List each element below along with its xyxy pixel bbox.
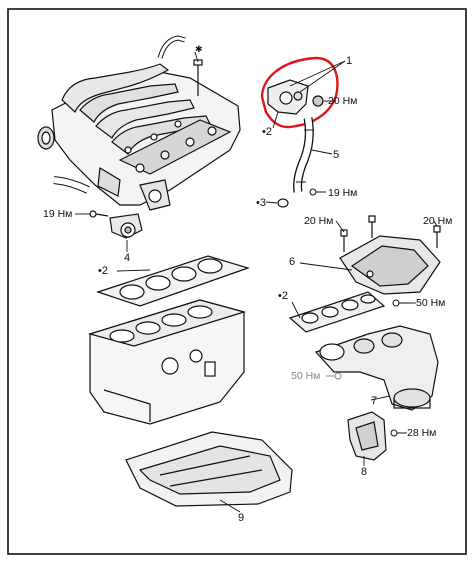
part-number-3: •3 bbox=[256, 197, 266, 209]
bolt-icon bbox=[309, 188, 326, 196]
torque-label-50nm-right: 50 Нм bbox=[416, 297, 446, 309]
part-number-4: 4 bbox=[124, 252, 131, 264]
torque-label-20nm-shield-left: 20 Нм bbox=[304, 215, 334, 227]
diagram-frame bbox=[7, 8, 467, 555]
part-number-8: 8 bbox=[361, 466, 368, 478]
part-number-1: 1 bbox=[346, 55, 353, 67]
gasket-icon bbox=[277, 198, 289, 208]
part-number-5: 5 bbox=[333, 149, 340, 161]
leader-lines bbox=[116, 51, 391, 513]
part-5-hose bbox=[293, 117, 314, 193]
part-8-bracket bbox=[347, 411, 387, 461]
red-highlight-outline bbox=[260, 56, 339, 129]
torque-label-19nm-right: 19 Нм bbox=[328, 187, 358, 199]
long-bolt-icon: ✱ bbox=[193, 45, 203, 96]
part-number-9: 9 bbox=[238, 512, 245, 524]
engine-block bbox=[87, 299, 247, 425]
torque-label-20nm-upper: 20 Нм bbox=[328, 95, 358, 107]
nut-icon bbox=[312, 95, 324, 107]
head-gasket bbox=[96, 255, 250, 307]
torque-label-50nm-grey: 50 Нм bbox=[291, 370, 321, 382]
bolt-icon bbox=[390, 429, 406, 437]
svg-text:✱: ✱ bbox=[195, 45, 203, 55]
torque-label-28nm: 28 Нм bbox=[407, 427, 437, 439]
part-1-coolant-outlet bbox=[267, 79, 324, 115]
part-number-6: 6 bbox=[289, 256, 296, 268]
part-6-heat-shield bbox=[339, 215, 441, 295]
bolt-icon bbox=[326, 372, 342, 380]
bolt-icon bbox=[392, 299, 412, 307]
part-9-undercover bbox=[125, 431, 293, 507]
torque-label-19nm-left: 19 Нм bbox=[43, 208, 73, 220]
intake-manifold-assembly bbox=[37, 35, 241, 211]
part-4-pulley bbox=[89, 210, 143, 239]
part-7-exhaust-manifold bbox=[314, 325, 439, 411]
part-number-2-exhaust: •2 bbox=[278, 290, 288, 302]
part-number-2-upper: •2 bbox=[262, 126, 272, 138]
part-number-7: 7 bbox=[371, 395, 378, 407]
exhaust-manifold-gasket bbox=[288, 291, 386, 333]
torque-label-20nm-shield-right: 20 Нм bbox=[423, 215, 453, 227]
part-number-2-gasket: •2 bbox=[98, 265, 108, 277]
